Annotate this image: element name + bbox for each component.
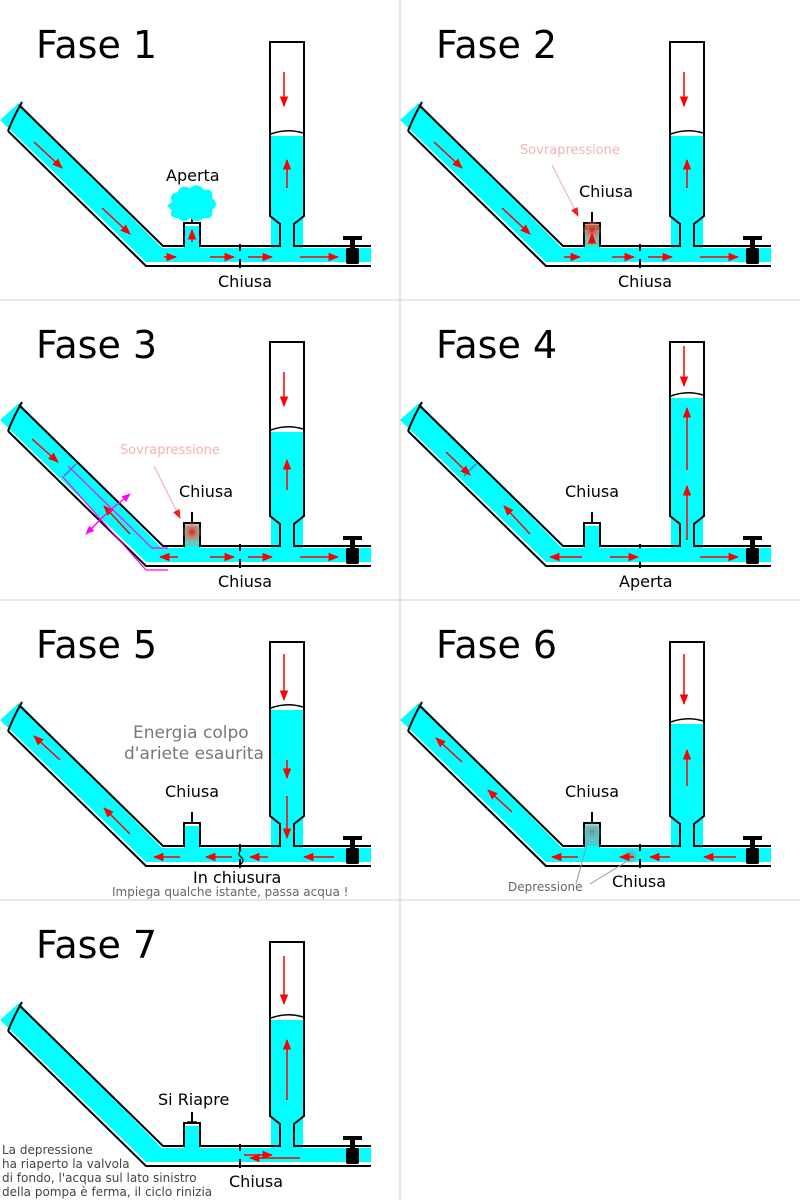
- depression-spot: [582, 822, 602, 842]
- delivery-valve-label: Chiusa: [218, 272, 272, 291]
- svg-text:della pompa è ferma, il ciclo: della pompa è ferma, il ciclo rinizia: [2, 1185, 212, 1199]
- ram-pump-drawing: [0, 941, 372, 1169]
- valve-label: Chiusa: [579, 182, 633, 201]
- overpressure-spot: [582, 220, 602, 240]
- closing-valve-icon: [238, 849, 244, 865]
- phase-1-panel: Fase 1 Aperta Chiusa: [0, 23, 372, 291]
- flow-arrows: [244, 956, 300, 1163]
- flow-arrows: [445, 346, 740, 562]
- delivery-valve-label: In chiusura: [193, 868, 281, 887]
- delivery-valve-label: Chiusa: [229, 1172, 283, 1191]
- svg-text:di fondo, l'acqua sul lato sin: di fondo, l'acqua sul lato sinistro: [2, 1171, 197, 1185]
- svg-text:ha riaperto la valvola: ha riaperto la valvola: [2, 1157, 130, 1171]
- delivery-valve-label: Chiusa: [618, 272, 672, 291]
- phase-4-panel: Fase 4 Chiusa Aperta: [399, 323, 772, 591]
- phase-title: Fase 4: [436, 323, 557, 367]
- phase-title: Fase 5: [36, 623, 157, 667]
- wave-arrows: [85, 493, 131, 535]
- delivery-valve-label: Chiusa: [612, 872, 666, 891]
- water-splash-icon: [168, 185, 216, 221]
- valve-label: Si Riapre: [158, 1090, 229, 1109]
- pressure-wave-front: [63, 463, 77, 477]
- phase-7-panel: Fase 7 Si Riapre Chiusa La depressione h…: [0, 923, 372, 1199]
- ram-pump-drawing: [0, 41, 372, 269]
- ram-pump-drawing: [399, 641, 772, 869]
- phase-title: Fase 2: [436, 23, 557, 67]
- phase-6-panel: Fase 6 Chiusa Chiusa Depressione: [399, 623, 772, 894]
- explanation-note: La depressione ha riaperto la valvola di…: [2, 1143, 212, 1199]
- svg-text:La depressione: La depressione: [2, 1143, 93, 1157]
- phase-title: Fase 6: [436, 623, 557, 667]
- phase-2-panel: Fase 2 Sovrapressione Chiusa Chiusa: [399, 23, 772, 291]
- ram-pump-drawing: [399, 341, 772, 569]
- phase-5-panel: Fase 5 Energia colpo d'ariete esaurita C…: [0, 623, 372, 899]
- valve-label: Chiusa: [565, 482, 619, 501]
- flow-arrows: [435, 654, 736, 862]
- delivery-valve-label: Aperta: [619, 572, 673, 591]
- valve-label: Chiusa: [179, 482, 233, 501]
- valve-label: Chiusa: [565, 782, 619, 801]
- depression-note: Depressione: [508, 880, 582, 894]
- phase-title: Fase 7: [36, 923, 157, 967]
- flow-arrows: [33, 654, 334, 862]
- overpressure-note: Sovrapressione: [520, 143, 620, 158]
- overpressure-spot: [182, 522, 202, 542]
- valve-label: Chiusa: [165, 782, 219, 801]
- flow-arrows: [33, 72, 340, 262]
- overpressure-note: Sovrapressione: [120, 443, 220, 458]
- flow-arrows: [433, 72, 740, 262]
- energy-note-line2: d'ariete esaurita: [124, 744, 264, 764]
- phase-3-panel: Fase 3 Sovrapressione Ch: [0, 323, 372, 591]
- phase-title: Fase 1: [36, 23, 157, 67]
- flow-arrows: [31, 372, 340, 562]
- energy-note-line1: Energia colpo: [133, 723, 249, 743]
- valve-label: Aperta: [166, 166, 220, 185]
- phase-title: Fase 3: [36, 323, 157, 367]
- closing-note: Impiega qualche istante, passa acqua !: [112, 885, 348, 899]
- delivery-valve-label: Chiusa: [218, 572, 272, 591]
